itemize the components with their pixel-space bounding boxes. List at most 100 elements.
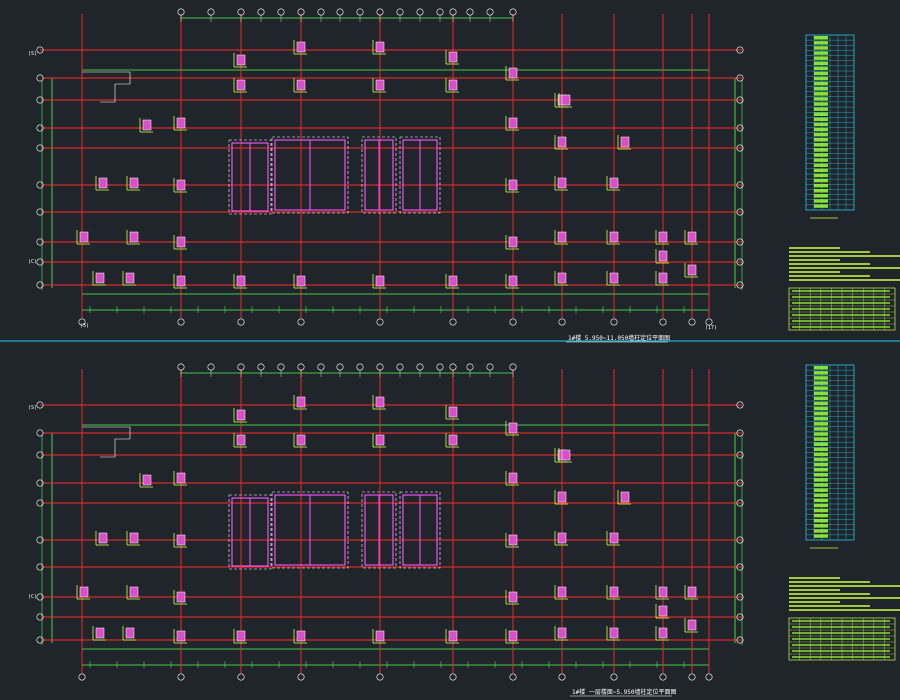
column: [176, 472, 186, 484]
column: [296, 630, 306, 642]
schedule-cell: [814, 386, 828, 390]
axis-bubble: [36, 563, 44, 571]
axis-bubble: [736, 499, 744, 507]
column: [687, 586, 697, 598]
column: [658, 250, 668, 262]
column: [609, 532, 619, 544]
column: [508, 179, 518, 191]
schedule-cell: [814, 473, 828, 477]
schedule-cell: [814, 143, 828, 147]
column: [508, 472, 518, 484]
axis-bubble: [78, 673, 86, 681]
schedule-cell: [814, 381, 828, 385]
column: [176, 630, 186, 642]
schedule-cell: [814, 153, 828, 157]
core-wall-outline: [271, 136, 349, 214]
schedule-cell: [814, 194, 828, 198]
axis-bubble: [659, 318, 667, 326]
axis-bubble: [36, 536, 44, 544]
column: [142, 474, 152, 486]
schedule-cell: [814, 391, 828, 395]
column: [296, 275, 306, 287]
axis-bubble: [449, 673, 457, 681]
schedule-cell: [814, 519, 828, 523]
schedule-cell: [814, 498, 828, 503]
axis-bubble: [736, 563, 744, 571]
axis-bubble: [736, 613, 744, 621]
column: [176, 236, 186, 248]
column: [95, 627, 105, 639]
schedule-cell: [814, 61, 828, 65]
axis-label-17-upper: (17): [705, 325, 717, 331]
axis-bubble: [36, 124, 44, 132]
column: [609, 586, 619, 598]
column: [129, 532, 139, 544]
floor-plan-upper[interactable]: [36, 8, 744, 326]
axis-bubble: [736, 124, 744, 132]
schedule-cell: [814, 478, 828, 482]
column: [176, 591, 186, 603]
schedule-cell: [814, 199, 828, 203]
schedule-cell: [814, 81, 828, 86]
axis-label-s-upper: (S): [28, 51, 37, 57]
schedule-cell: [814, 71, 828, 76]
column: [687, 231, 697, 243]
core-wall-outline: [228, 139, 272, 215]
schedule-cell: [814, 41, 828, 45]
axis-bubble: [36, 593, 44, 601]
column: [658, 272, 668, 284]
schedule-tables: [788, 34, 900, 661]
column: [296, 41, 306, 53]
schedule-cell: [814, 46, 828, 50]
axis-bubble: [736, 593, 744, 601]
axis-bubble: [36, 144, 44, 152]
axis-bubble: [36, 429, 44, 437]
axis-bubble: [736, 429, 744, 437]
column: [687, 619, 697, 631]
axis-bubble: [736, 401, 744, 409]
schedule-cell: [814, 158, 828, 162]
drawing-title-upper: 1#楼 5.950~11.050墙柱定位平面图: [568, 334, 670, 342]
axis-label-c-upper: (C): [28, 259, 37, 265]
column: [508, 534, 518, 546]
column: [557, 272, 567, 284]
column: [125, 627, 135, 639]
core-wall-outline: [399, 491, 441, 569]
schedule-cell: [814, 534, 828, 538]
floor-plan-lower[interactable]: [36, 363, 744, 681]
column: [98, 177, 108, 189]
column: [557, 136, 567, 148]
schedule-cell: [814, 493, 828, 497]
schedule-cell: [814, 92, 828, 96]
schedule-cell: [814, 87, 828, 91]
schedule-cell: [814, 447, 828, 452]
column: [375, 434, 385, 446]
schedule-cell: [814, 376, 828, 380]
axis-bubble: [509, 673, 517, 681]
axis-bubble: [36, 238, 44, 246]
column: [448, 406, 458, 418]
axis-bubble: [237, 673, 245, 681]
axis-bubble: [297, 673, 305, 681]
axis-bubble: [558, 318, 566, 326]
axis-bubble: [36, 74, 44, 82]
column: [375, 630, 385, 642]
column: [95, 272, 105, 284]
column: [448, 630, 458, 642]
column: [508, 422, 518, 434]
column: [236, 409, 246, 421]
column: [620, 491, 630, 503]
schedule-cell: [814, 457, 828, 462]
axis-label-s-lower: (S): [28, 405, 37, 411]
column: [236, 79, 246, 91]
schedule-cell: [814, 97, 828, 101]
column: [658, 586, 668, 598]
axis-bubble: [736, 536, 744, 544]
axis-bubble: [736, 74, 744, 82]
axis-bubble: [36, 613, 44, 621]
axis-bubble: [36, 281, 44, 289]
axis-bubble: [36, 499, 44, 507]
schedule-cell: [814, 173, 828, 178]
schedule-cell: [814, 503, 828, 508]
